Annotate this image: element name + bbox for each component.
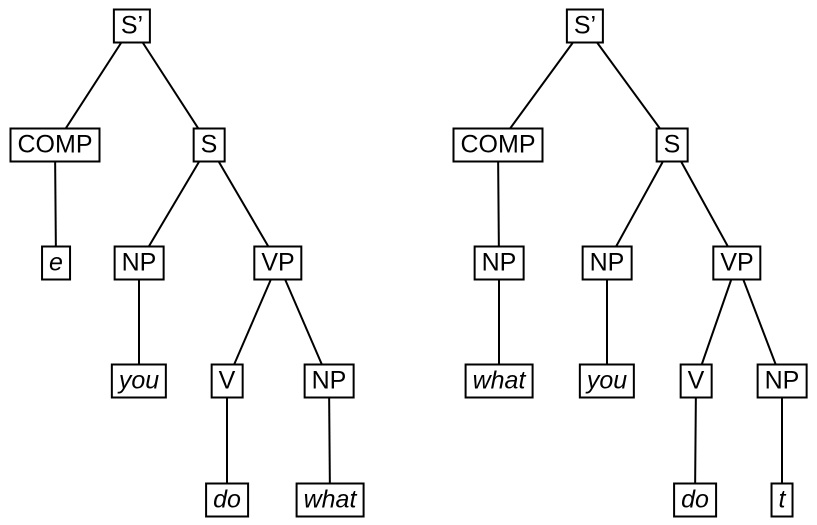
left-tree-edge-np-obj-what	[328, 380, 331, 501]
left-tree-edge-vp-np-obj	[277, 262, 330, 382]
right-tree-node-what: what	[464, 363, 534, 399]
left-tree-node-np-subj: NP	[113, 245, 165, 281]
left-tree-edge-s-bar-s	[131, 25, 210, 146]
left-tree-edge-s-vp	[208, 144, 279, 264]
right-tree-edge-vp-v	[695, 262, 738, 382]
left-tree-node-s: S	[192, 127, 226, 163]
right-tree-node-v: V	[679, 363, 713, 399]
left-tree-node-comp: COMP	[9, 127, 101, 163]
right-tree-node-np-subj: NP	[581, 245, 633, 281]
left-tree-edge-s-bar-comp	[54, 25, 133, 146]
right-tree-edge-s-vp	[671, 144, 738, 264]
left-tree-edge-vp-v	[226, 262, 279, 382]
left-tree-node-e: e	[41, 245, 71, 281]
right-tree-node-np-comp: NP	[473, 245, 525, 281]
right-tree-node-vp: VP	[712, 245, 762, 281]
left-tree-node-what: what	[295, 482, 365, 518]
left-tree-node-you: you	[110, 363, 168, 399]
right-tree-node-t: t	[770, 482, 794, 518]
left-tree-node-v: V	[210, 363, 244, 399]
left-tree-node-np-obj: NP	[303, 363, 355, 399]
right-tree-node-comp: COMP	[452, 127, 544, 163]
right-tree-node-you: you	[578, 363, 636, 399]
right-tree-edge-s-bar-comp	[497, 25, 586, 146]
right-tree-node-do: do	[673, 482, 717, 518]
left-tree-edge-s-np-subj	[138, 144, 210, 264]
left-tree-node-s-bar: S’	[112, 8, 152, 44]
right-tree-edge-s-bar-s	[584, 25, 673, 146]
left-tree-edge-comp-e	[54, 144, 57, 264]
left-tree-node-do: do	[205, 482, 249, 518]
right-tree-edge-vp-np-obj	[736, 262, 783, 382]
right-tree-edge-comp-np-comp	[497, 144, 500, 264]
right-tree-node-s-bar: S’	[565, 8, 605, 44]
right-tree-node-s: S	[655, 127, 689, 163]
left-tree-node-vp: VP	[253, 245, 303, 281]
right-tree-node-np-obj: NP	[756, 363, 808, 399]
right-tree-edge-s-np-subj	[606, 144, 673, 264]
right-tree-edge-v-do	[694, 380, 697, 501]
